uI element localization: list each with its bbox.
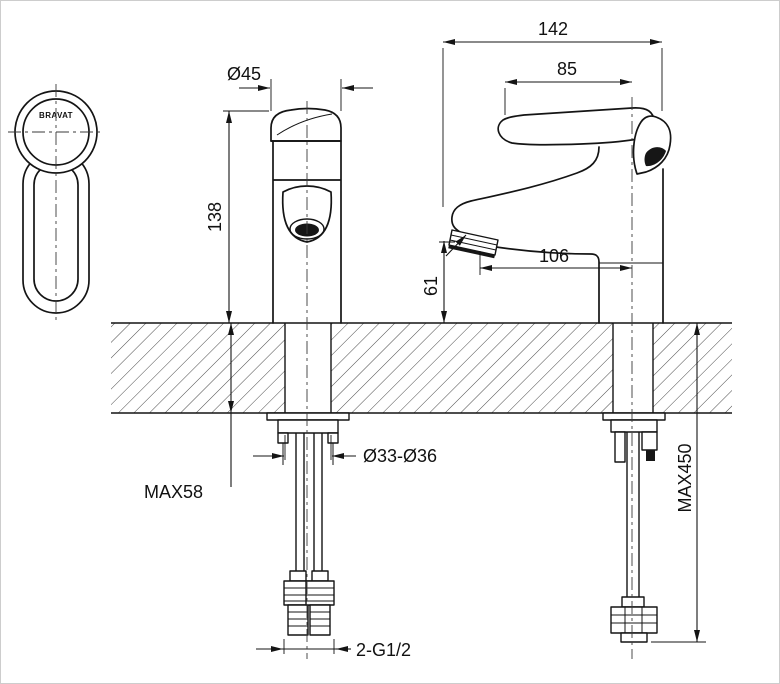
mounting-washer-side	[602, 412, 666, 421]
knurl-lines	[611, 607, 657, 633]
hose-connector-left	[283, 570, 313, 636]
center-lines	[8, 84, 633, 659]
dim-label-handle-diameter: Ø45	[227, 64, 261, 84]
dim-label-spout-height: 61	[421, 276, 441, 296]
connector-thread	[309, 604, 331, 636]
connector-neck	[289, 570, 307, 582]
center-line-paths	[8, 84, 633, 659]
counter-hatch-left	[111, 323, 285, 413]
pivot-slot-dark	[644, 147, 666, 167]
mounting-stud-left	[277, 432, 289, 444]
countertop-section	[111, 322, 732, 414]
hose-connector-side	[610, 596, 658, 643]
mounting-nut	[277, 419, 339, 434]
dimension-annotations: 142 85 Ø45 138 106 61 Ø33-Ø36 MAX58 MAX4…	[144, 19, 706, 660]
front-view	[266, 107, 350, 636]
handle-lever-side	[497, 107, 658, 146]
dim-label-spout-projection: 106	[539, 246, 569, 266]
thread-lines	[288, 611, 308, 627]
mounting-nut-side	[610, 419, 658, 433]
dim-label-max-hose-length: MAX450	[675, 443, 695, 512]
handle-cap	[270, 107, 342, 142]
dim-label-body-height: 138	[205, 202, 225, 232]
handle-cap-detail	[276, 113, 333, 136]
spout-top-contour	[451, 146, 600, 233]
stud-rods	[282, 443, 334, 465]
knurl-lines	[306, 587, 334, 602]
spout-bottom-contour	[495, 246, 600, 324]
supply-hoses	[295, 433, 323, 571]
dim-label-mounting-hole: Ø33-Ø36	[363, 446, 437, 466]
handle-pivot	[632, 115, 672, 175]
thread-lines	[310, 611, 330, 627]
dim-label-max-deck-thickness: MAX58	[144, 482, 203, 502]
extension-lines	[223, 48, 706, 654]
clamp-bracket-right	[641, 431, 658, 451]
mounting-washer	[266, 412, 350, 421]
clamp-screw-dark	[646, 450, 655, 461]
connector-neck	[311, 570, 329, 582]
counter-hatch-right	[653, 323, 732, 413]
clamp-bracket-left	[614, 431, 626, 463]
connector-neck	[621, 596, 645, 608]
connector-thread	[287, 604, 309, 636]
hose-connector-right	[305, 570, 335, 636]
dim-label-handle-projection: 85	[557, 59, 577, 79]
leader-spout-outlet	[445, 234, 467, 257]
connector-tip	[620, 632, 648, 643]
dim-label-inlet-thread: 2-G1/2	[356, 640, 411, 660]
faucet-body-front	[270, 140, 342, 324]
connector-nut	[610, 606, 658, 634]
dim-label-overall-depth: 142	[538, 19, 568, 39]
aerator-dark-lip	[448, 245, 495, 259]
counter-outline	[111, 322, 732, 414]
mounting-stud-right	[327, 432, 339, 444]
counter-hatch-middle	[331, 323, 613, 413]
supply-hose-side	[626, 432, 640, 597]
